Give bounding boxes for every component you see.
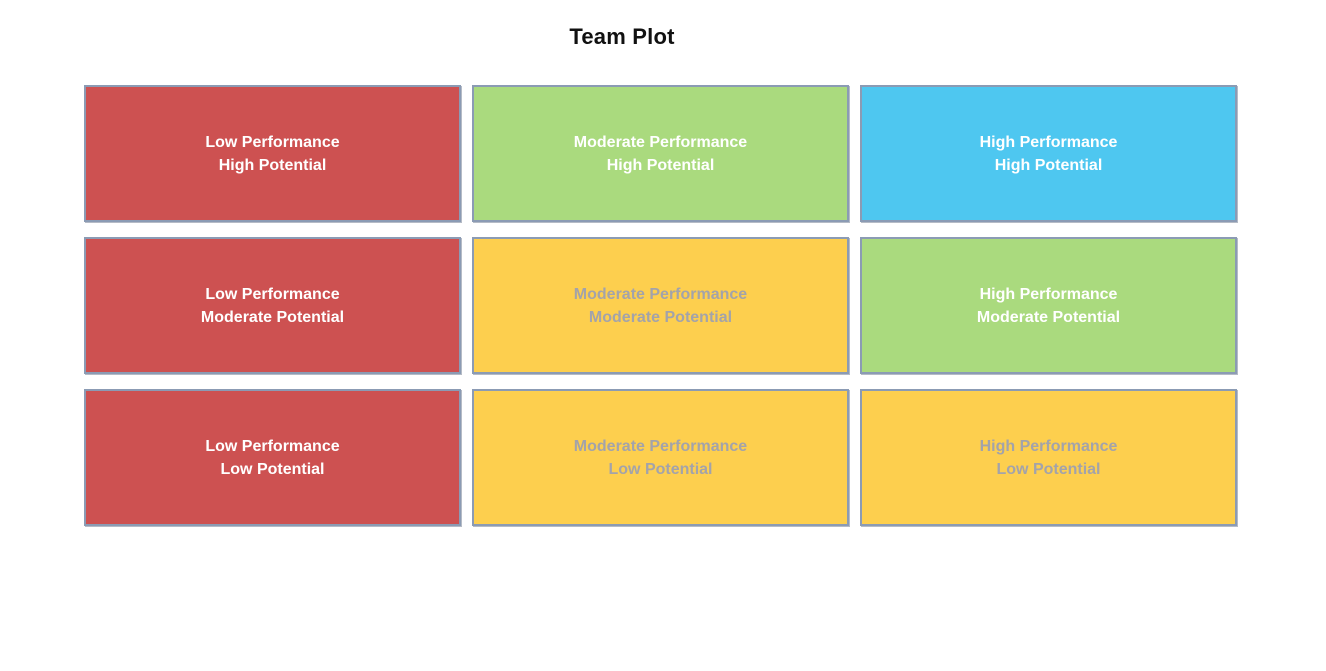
- cell-performance-label: Low Performance: [205, 437, 340, 455]
- matrix-cell-high-performance-high-potential: High Performance High Potential: [860, 85, 1237, 222]
- matrix-cell-low-performance-moderate-potential: Low Performance Moderate Potential: [84, 237, 461, 374]
- matrix-cell-low-performance-high-potential: Low Performance High Potential: [84, 85, 461, 222]
- cell-potential-label: Low Potential: [996, 460, 1101, 478]
- cell-potential-label: High Potential: [218, 156, 327, 174]
- cell-performance-label: Low Performance: [205, 133, 340, 151]
- cell-potential-label: Low Potential: [608, 460, 713, 478]
- nine-box-matrix: Low Performance High Potential Moderate …: [84, 85, 1239, 526]
- cell-performance-label: Moderate Performance: [573, 285, 748, 303]
- matrix-cell-moderate-performance-moderate-potential: Moderate Performance Moderate Potential: [472, 237, 849, 374]
- cell-performance-label: High Performance: [979, 285, 1118, 303]
- cell-potential-label: High Potential: [994, 156, 1103, 174]
- matrix-cell-high-performance-low-potential: High Performance Low Potential: [860, 389, 1237, 526]
- cell-potential-label: Moderate Potential: [588, 308, 733, 326]
- cell-performance-label: Moderate Performance: [573, 133, 748, 151]
- cell-potential-label: Low Potential: [220, 460, 325, 478]
- cell-performance-label: High Performance: [979, 437, 1118, 455]
- cell-potential-label: Moderate Potential: [976, 308, 1121, 326]
- cell-potential-label: Moderate Potential: [200, 308, 345, 326]
- cell-potential-label: High Potential: [606, 156, 715, 174]
- page-title: Team Plot: [569, 24, 675, 49]
- matrix-cell-low-performance-low-potential: Low Performance Low Potential: [84, 389, 461, 526]
- cell-performance-label: Moderate Performance: [573, 437, 748, 455]
- cell-performance-label: High Performance: [979, 133, 1118, 151]
- matrix-cell-moderate-performance-low-potential: Moderate Performance Low Potential: [472, 389, 849, 526]
- cell-performance-label: Low Performance: [205, 285, 340, 303]
- matrix-cell-moderate-performance-high-potential: Moderate Performance High Potential: [472, 85, 849, 222]
- matrix-cell-high-performance-moderate-potential: High Performance Moderate Potential: [860, 237, 1237, 374]
